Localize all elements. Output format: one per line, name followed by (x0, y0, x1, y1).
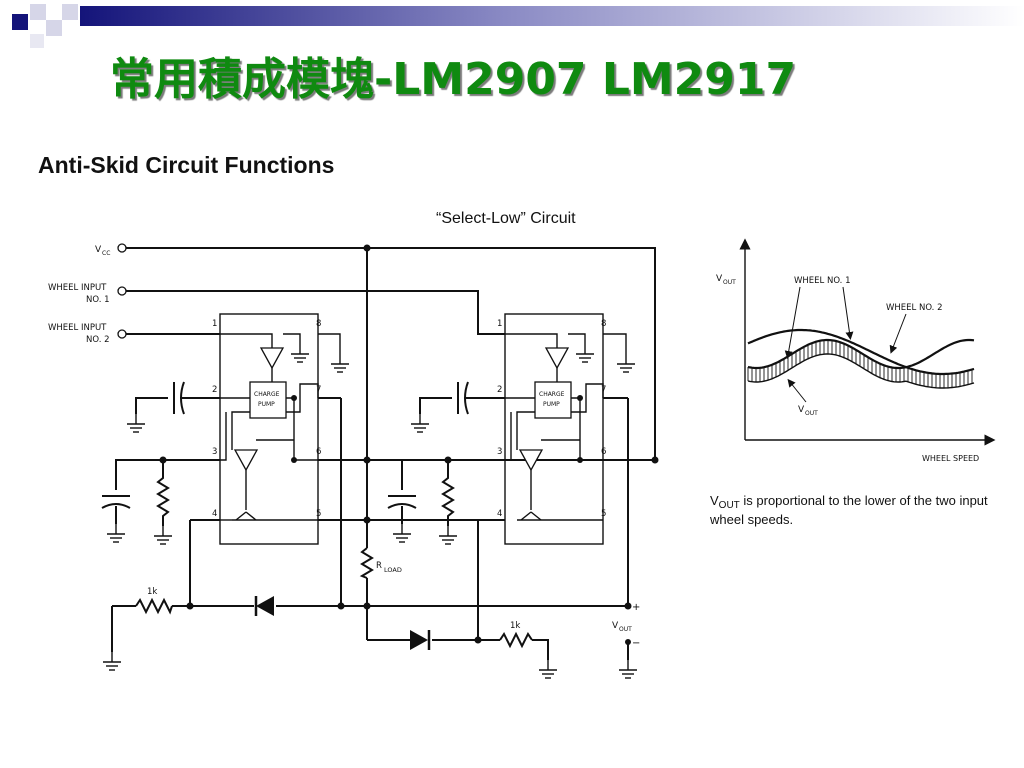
svg-text:1: 1 (212, 319, 217, 329)
deco-square-light (30, 34, 44, 48)
svg-text:WHEEL INPUT: WHEEL INPUT (48, 323, 107, 333)
wheel-input-2-label: WHEEL INPUT NO. 2 (48, 323, 110, 345)
svg-text:8: 8 (316, 319, 321, 329)
slide-decoration (12, 4, 1024, 48)
svg-text:CHARGE: CHARGE (539, 391, 565, 398)
svg-text:1k: 1k (147, 587, 157, 597)
wheel-input-1-terminal (117, 286, 127, 296)
svg-text:LOAD: LOAD (384, 566, 402, 574)
svg-text:OUT: OUT (805, 410, 818, 417)
section-heading: Anti-Skid Circuit Functions (38, 152, 335, 178)
svg-text:V: V (716, 274, 723, 284)
deco-square-light (62, 4, 78, 20)
svg-text:PUMP: PUMP (258, 401, 275, 408)
svg-text:OUT: OUT (723, 279, 736, 286)
schematic-wires (112, 247, 656, 641)
graph-vout-label: V OUT (798, 405, 818, 417)
vout-terminal: + V OUT − (612, 602, 640, 679)
vcc-label: V CC (95, 245, 110, 257)
resistor-1k-left: 1k (102, 587, 173, 671)
graph-x-label: WHEEL SPEED (922, 454, 979, 463)
svg-text:6: 6 (316, 447, 321, 457)
svg-text:OUT: OUT (619, 626, 632, 633)
svg-text:3: 3 (212, 447, 217, 457)
deco-square-light (46, 20, 62, 36)
svg-text:6: 6 (601, 447, 606, 457)
svg-text:CC: CC (102, 250, 110, 257)
svg-text:5: 5 (316, 509, 321, 519)
vout-hatch (747, 340, 973, 388)
wheel-speed-graph: V OUT WHEEL SPEED WHEEL NO. 1 WHEEL NO. … (716, 238, 996, 463)
header-gradient-band (80, 6, 1024, 26)
wheel-1-curve (747, 328, 975, 376)
junction-dots (159, 244, 659, 644)
svg-text:V: V (95, 245, 102, 255)
svg-text:1k: 1k (510, 621, 520, 631)
diode-left (254, 596, 276, 616)
r-load-resistor: R LOAD (359, 547, 402, 579)
svg-text:7: 7 (601, 385, 606, 395)
wheel-input-1-label: WHEEL INPUT NO. 1 (48, 283, 110, 305)
left-pin3-network (101, 459, 220, 545)
svg-text:5: 5 (601, 509, 606, 519)
svg-text:NO. 2: NO. 2 (86, 335, 110, 345)
svg-text:4: 4 (212, 509, 217, 519)
circuit-subheading: “Select-Low” Circuit (436, 210, 576, 227)
svg-text:PUMP: PUMP (543, 401, 560, 408)
svg-text:+: + (632, 602, 640, 613)
wheel-2-label: WHEEL NO. 2 (886, 303, 943, 313)
vcc-terminal (117, 243, 127, 253)
deco-square-light (30, 4, 46, 20)
ic-left: 1 2 3 4 5 6 7 8 CHARGE PUMP (212, 313, 350, 545)
wheel-2-curve (747, 338, 975, 370)
svg-text:NO. 1: NO. 1 (86, 295, 110, 305)
graph-caption: VOUT is proportional to the lower of the… (710, 493, 988, 527)
wheel-input-2-terminal (117, 329, 127, 339)
svg-text:8: 8 (601, 319, 606, 329)
svg-text:V: V (798, 405, 805, 415)
svg-text:WHEEL INPUT: WHEEL INPUT (48, 283, 107, 293)
resistor-1k-right: 1k (499, 621, 558, 679)
svg-text:4: 4 (497, 509, 502, 519)
vout-curve (747, 353, 975, 389)
slide-title: 常用積成模塊-LM2907 LM2917 (110, 54, 797, 105)
svg-text:V: V (612, 621, 619, 631)
ic-right: 1 2 3 4 5 6 7 8 CHARGE PUMP (497, 313, 636, 545)
right-pin2-capacitor (410, 381, 505, 433)
svg-text:2: 2 (212, 385, 217, 395)
left-pin2-capacitor (126, 381, 220, 433)
graph-y-label: V OUT (716, 274, 736, 286)
diode-right (410, 630, 432, 650)
svg-text:2: 2 (497, 385, 502, 395)
svg-text:−: − (632, 638, 640, 649)
svg-text:7: 7 (316, 385, 321, 395)
deco-square-navy (12, 14, 28, 30)
svg-text:3: 3 (497, 447, 502, 457)
svg-text:R: R (376, 561, 382, 571)
right-pin3-network (387, 459, 505, 545)
svg-text:CHARGE: CHARGE (254, 391, 280, 398)
wheel-1-label: WHEEL NO. 1 (794, 276, 851, 286)
svg-text:1: 1 (497, 319, 502, 329)
